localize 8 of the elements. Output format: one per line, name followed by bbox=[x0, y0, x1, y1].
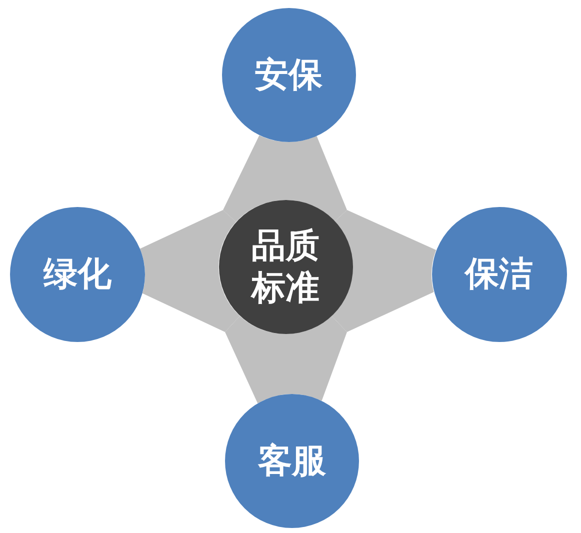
connector-arm bbox=[223, 135, 347, 222]
topic-circle: 客服 bbox=[225, 394, 359, 528]
connector-arm bbox=[225, 316, 347, 404]
connector-arm bbox=[140, 210, 240, 332]
connector-arm bbox=[332, 210, 436, 332]
topic-circle: 安保 bbox=[222, 8, 356, 142]
topic-circle: 保洁 bbox=[432, 207, 566, 342]
topic-circle: 绿化 bbox=[10, 207, 145, 342]
